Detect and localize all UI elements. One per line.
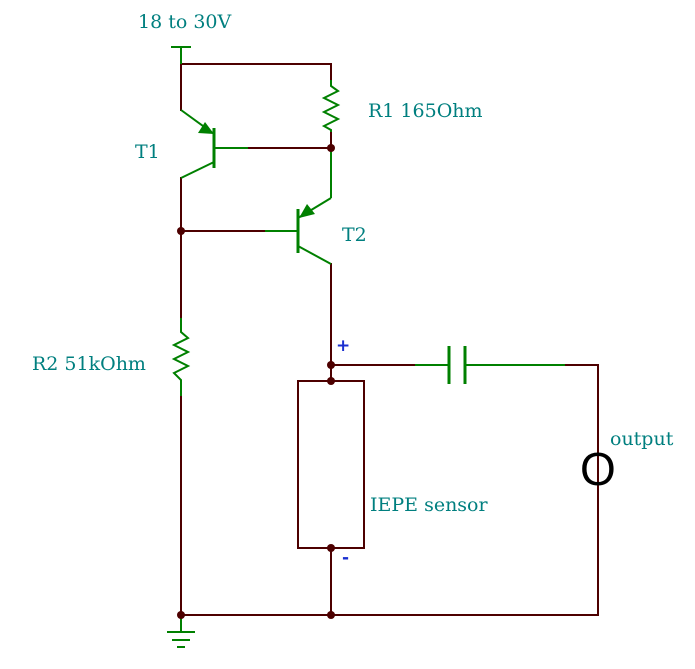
resistor-r2 <box>171 318 191 396</box>
wires <box>180 63 599 616</box>
transistor-t1 <box>180 109 248 179</box>
t1-label: T1 <box>135 141 160 163</box>
resistor-r1 <box>321 80 341 132</box>
junction-dot <box>177 611 185 619</box>
iepe-sensor-box <box>297 380 365 549</box>
minus-marker: - <box>342 548 350 568</box>
t2-collector-lead <box>297 245 332 265</box>
t1-emitter-lead <box>180 161 215 179</box>
junction-dot <box>177 227 185 235</box>
junction-dot <box>327 144 335 152</box>
transistor-t2 <box>265 197 332 265</box>
capacitor <box>415 346 565 384</box>
r1-label: R1 165Ohm <box>368 100 483 122</box>
junction-dot <box>327 361 335 369</box>
junction-dot <box>327 377 335 385</box>
output-terminal-symbol: O <box>580 443 616 495</box>
t1-arrow <box>198 122 214 134</box>
ground-symbol <box>167 615 195 648</box>
t2-arrow <box>299 204 315 218</box>
r2-label: R2 51kOhm <box>32 353 146 375</box>
junction-dot <box>327 611 335 619</box>
sensor-label: IEPE sensor <box>370 494 488 516</box>
output-label: output <box>610 428 674 450</box>
t2-label: T2 <box>342 224 367 246</box>
junction-dot <box>327 544 335 552</box>
supply-voltage-label: 18 to 30V <box>138 11 232 33</box>
plus-marker: + <box>336 336 351 356</box>
junctions <box>177 144 335 619</box>
components <box>167 46 565 648</box>
